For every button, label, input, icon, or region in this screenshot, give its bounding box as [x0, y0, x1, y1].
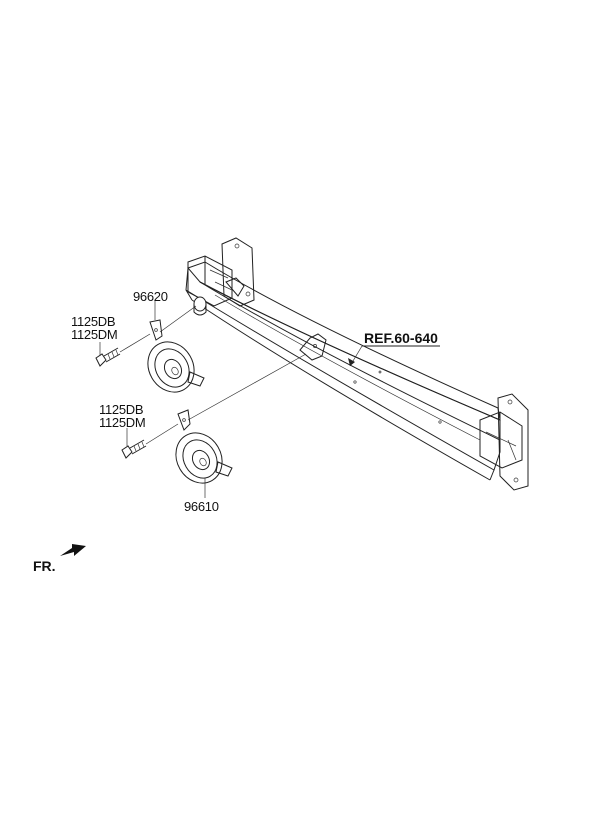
bumper-beam [185, 261, 501, 481]
front-arrow-icon [60, 544, 86, 556]
bolt-lower [121, 423, 179, 459]
bolt-upper-part-2: 1125DM [71, 327, 117, 342]
front-label: FR. [33, 558, 56, 574]
reference-label[interactable]: REF.60-640 [364, 330, 438, 346]
part-number-horn-low: 96610 [184, 499, 219, 514]
horn-low-assembly [175, 353, 307, 484]
right-crash-box [479, 393, 529, 491]
part-number-horn-high: 96620 [133, 289, 168, 304]
front-direction-indicator: FR. [33, 544, 86, 574]
horn-high-assembly [147, 305, 205, 393]
bolt-upper [95, 333, 151, 367]
bolt-upper-part-1: 1125DB [71, 314, 115, 329]
bolt-lower-part-2: 1125DM [99, 415, 145, 430]
horn-bracket [299, 333, 327, 361]
left-crash-box [187, 237, 255, 316]
reference-callout[interactable]: REF.60-640 [348, 330, 440, 367]
bolt-lower-part-1: 1125DB [99, 402, 143, 417]
